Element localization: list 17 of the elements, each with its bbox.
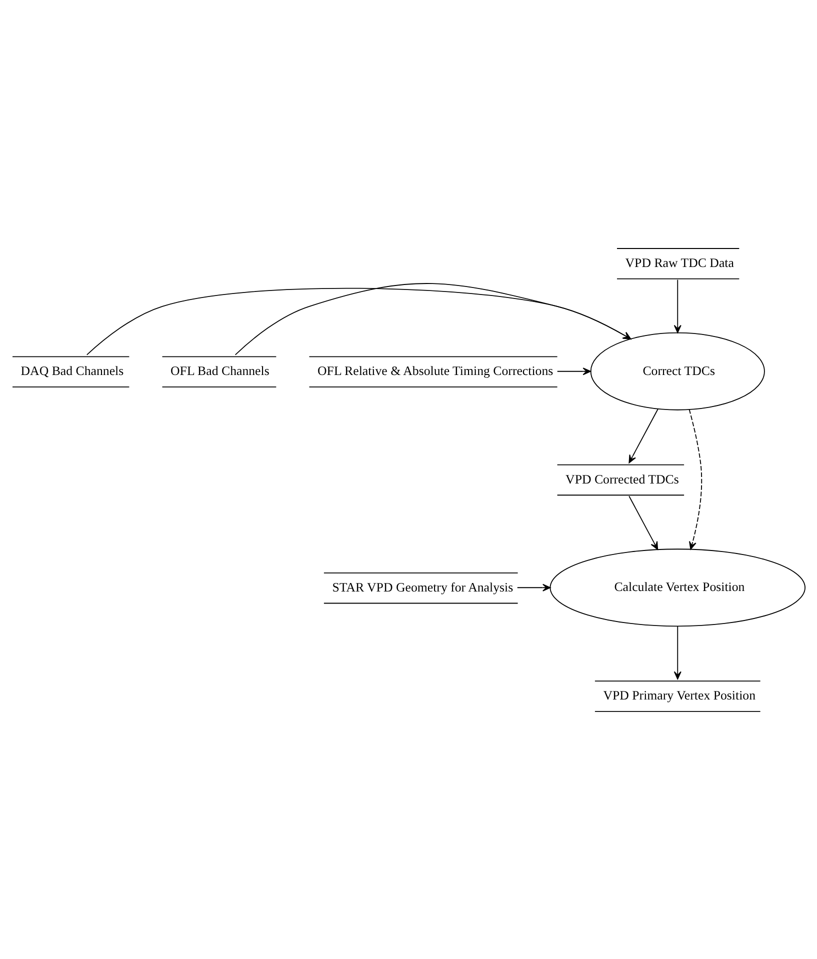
arrow xyxy=(628,408,658,464)
arrow xyxy=(688,408,702,550)
arrow xyxy=(674,626,682,680)
node-text: VPD Primary Vertex Position xyxy=(603,688,756,703)
node-text: DAQ Bad Channels xyxy=(20,364,124,378)
arrow xyxy=(674,279,682,334)
arrow xyxy=(628,496,658,550)
arrow xyxy=(234,283,632,356)
arrow xyxy=(86,288,632,356)
node-text: VPD Corrected TDCs xyxy=(566,472,679,486)
node-text: STAR VPD Geometry for Analysis xyxy=(332,580,514,595)
node-text: OFL Bad Channels xyxy=(170,364,270,378)
node-text: VPD Raw TDC Data xyxy=(625,256,734,270)
arrow xyxy=(516,584,551,592)
node-text: OFL Relative & Absolute Timing Corrections xyxy=(318,364,554,378)
node-ellipse: Calculate Vertex Position xyxy=(550,548,806,627)
arrow xyxy=(556,368,591,376)
